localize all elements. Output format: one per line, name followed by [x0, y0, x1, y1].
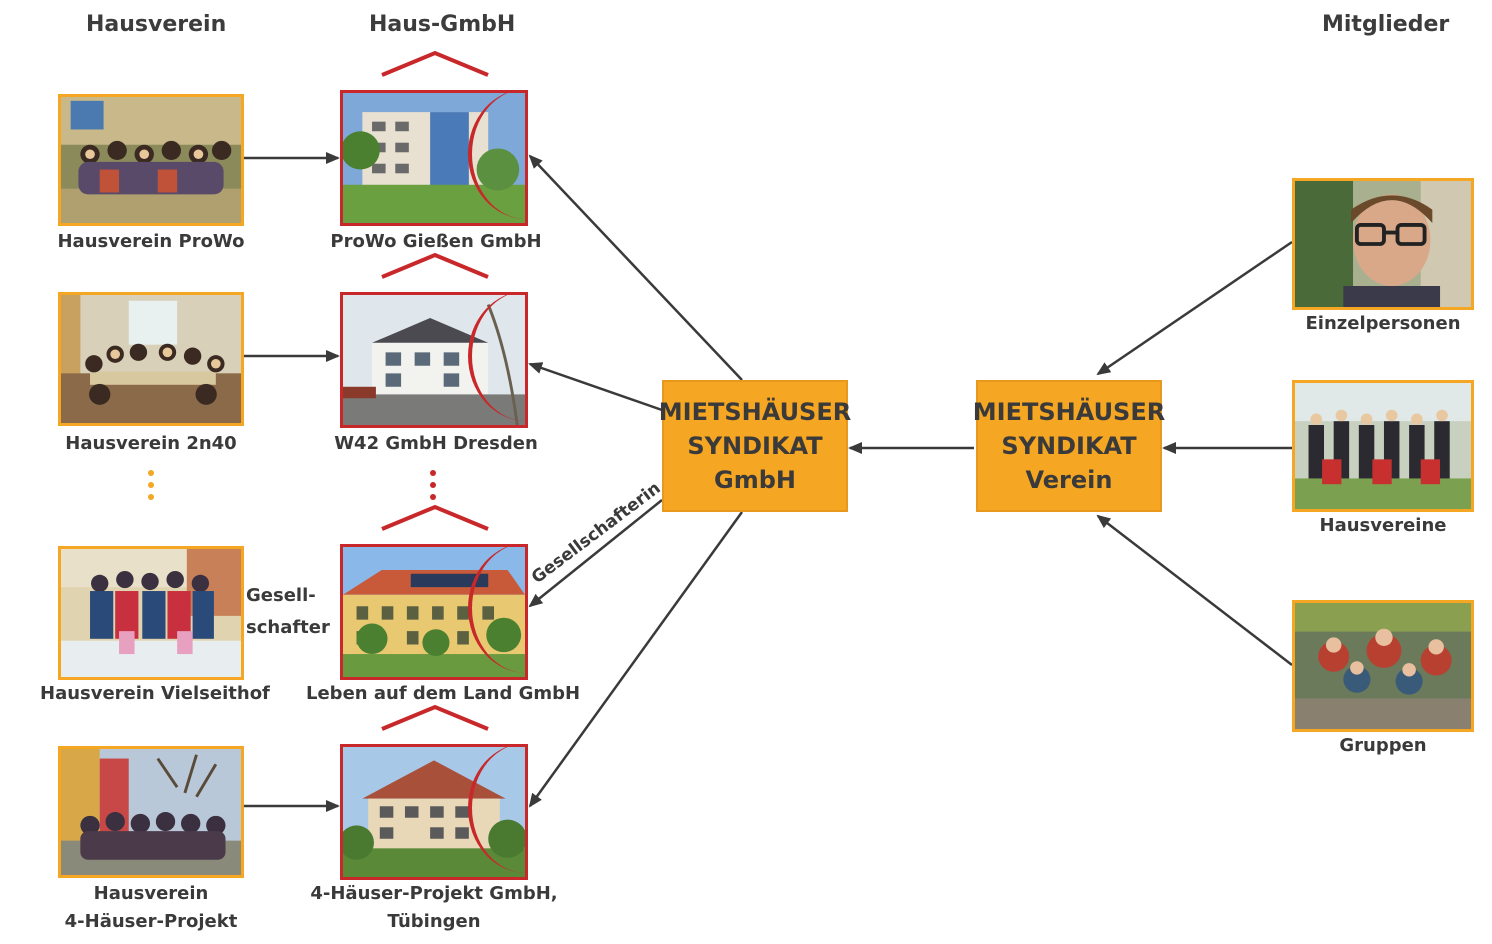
photo-4-haeuser-projekt-gmbh [340, 744, 528, 880]
box-verein-line1: MIETSHÄUSER [972, 398, 1166, 426]
photo-hausverein-4-haeuser-projekt [58, 746, 244, 878]
caption-hausverein-prowo: Hausverein ProWo [57, 231, 245, 252]
caption-einzelpersonen: Einzelpersonen [1305, 313, 1461, 334]
caption-hausvereine: Hausvereine [1319, 515, 1447, 536]
box-mietshaeuser-syndikat-gmbh: MIETSHÄUSER SYNDIKAT GmbH [658, 380, 852, 512]
caption-leben-auf-dem-land-gmbh: Leben auf dem Land GmbH [306, 683, 581, 704]
heading-mitglieder: Mitglieder [1322, 12, 1450, 37]
photo-leben-auf-dem-land-gmbh [340, 544, 528, 680]
roof-icon-1 [381, 50, 489, 77]
photo-hausvereine [1292, 380, 1474, 512]
photo-gruppen [1292, 600, 1474, 732]
roof-icon-2 [381, 252, 489, 279]
box-gmbh-line2: SYNDIKAT [687, 432, 823, 460]
ellipsis-dots-hausverein [148, 470, 154, 506]
caption-4-gmbh-line1: 4-Häuser-Projekt GmbH, [310, 883, 558, 904]
roof-icon-4 [381, 704, 489, 731]
photo-hausverein-vielseithof [58, 546, 244, 680]
photo-prowo-giessen-gmbh [340, 90, 528, 226]
photo-hausverein-2n40 [58, 292, 244, 426]
arrow-gruppen-to-verein [1096, 514, 1293, 666]
arrow-einzelpersonen-to-verein [1096, 240, 1293, 376]
photo-w42-gmbh-dresden [340, 292, 528, 428]
label-gesellschafter: Gesell- schafter [246, 580, 336, 644]
box-verein-line3: Verein [1025, 466, 1113, 494]
caption-gruppen: Gruppen [1339, 735, 1427, 756]
caption-hausverein-vielseithof: Hausverein Vielseithof [40, 683, 270, 704]
box-gmbh-line1: MIETSHÄUSER [658, 398, 852, 426]
arrow-syndikat-to-gmbh-2 [528, 362, 663, 412]
caption-hausverein-4-line1: Hausverein [93, 883, 209, 904]
roof-icon-3 [381, 504, 489, 531]
caption-hausverein-2n40: Hausverein 2n40 [65, 433, 237, 454]
caption-prowo-giessen-gmbh: ProWo Gießen GmbH [330, 231, 542, 252]
box-verein-line2: SYNDIKAT [1001, 432, 1137, 460]
label-gesellschafter-line2: schafter [246, 617, 330, 638]
heading-hausverein: Hausverein [86, 12, 227, 37]
box-mietshaeuser-syndikat-verein: MIETSHÄUSER SYNDIKAT Verein [972, 380, 1166, 512]
label-gesellschafter-line1: Gesell- [246, 585, 316, 606]
caption-hausverein-4-line2: 4-Häuser-Projekt [64, 911, 238, 932]
ellipsis-dots-gmbh [430, 470, 436, 506]
caption-hausverein-4-haeuser-projekt: Hausverein 4-Häuser-Projekt [40, 880, 262, 936]
arrow-syndikat-to-gmbh-3 [528, 499, 663, 608]
arrow-syndikat-to-gmbh-1 [528, 154, 743, 381]
caption-4-haeuser-projekt-gmbh: 4-Häuser-Projekt GmbH, Tübingen [296, 880, 572, 936]
caption-w42-gmbh-dresden: W42 GmbH Dresden [334, 433, 538, 454]
box-gmbh-line3: GmbH [714, 466, 796, 494]
photo-hausverein-prowo [58, 94, 244, 226]
photo-einzelpersonen [1292, 178, 1474, 310]
caption-4-gmbh-line2: Tübingen [387, 911, 481, 932]
arrow-syndikat-to-gmbh-4 [528, 511, 744, 808]
heading-haus-gmbh: Haus-GmbH [369, 12, 516, 37]
